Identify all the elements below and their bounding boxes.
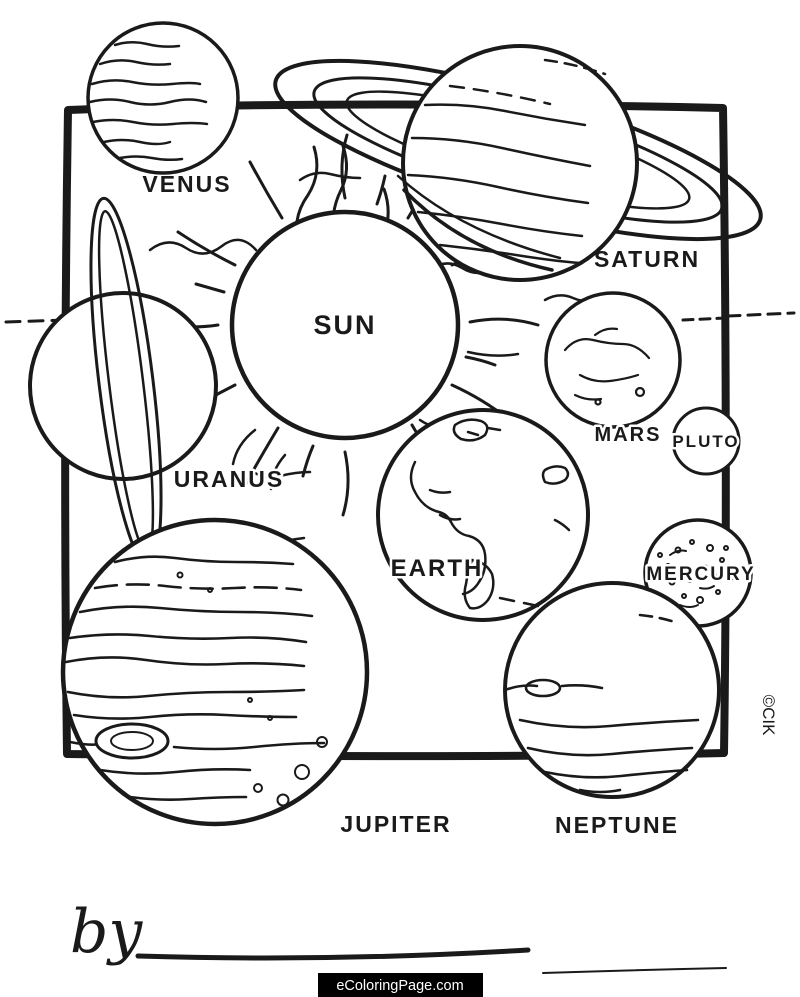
saturn-label: SATURN	[594, 246, 700, 272]
bottom-rule	[542, 967, 727, 974]
artist-credit: ©CIK	[759, 695, 778, 737]
venus-planet	[86, 21, 240, 175]
jupiter-planet	[60, 517, 370, 827]
pluto-planet	[671, 406, 741, 476]
byline-underline[interactable]	[135, 947, 531, 961]
earth-label: EARTH	[391, 555, 484, 582]
jupiter-label: JUPITER	[340, 811, 451, 837]
neptune-planet	[503, 581, 721, 799]
neptune-label: NEPTUNE	[555, 812, 679, 838]
mars-label: MARS	[595, 424, 662, 446]
mars-planet	[544, 291, 682, 429]
pluto-label: PLUTO	[672, 432, 739, 451]
sun	[229, 209, 461, 441]
sun-label: SUN	[313, 310, 376, 340]
saturn-planet	[273, 44, 763, 282]
watermark-text: eColoringPage.com	[336, 978, 463, 994]
uranus-label: URANUS	[174, 466, 284, 492]
earth-planet	[376, 408, 590, 622]
mercury-label: MERCURY	[646, 564, 755, 585]
watermark: eColoringPage.com	[318, 973, 483, 997]
byline-text: by	[70, 897, 143, 967]
venus-label: VENUS	[142, 171, 231, 197]
uranus-planet	[28, 196, 218, 568]
